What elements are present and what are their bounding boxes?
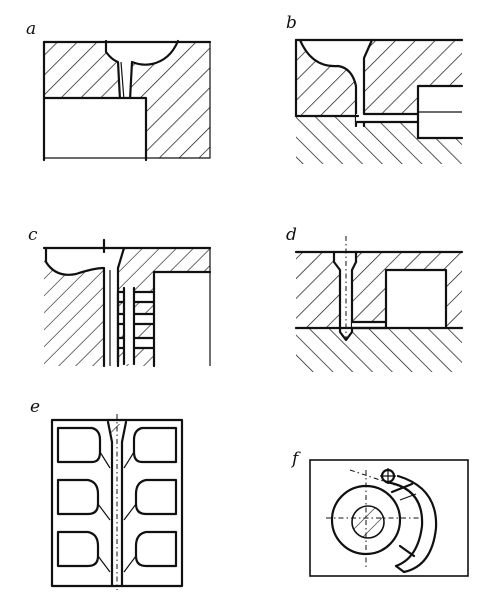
- panel-e-label: e: [30, 397, 40, 417]
- panel-c: c: [28, 225, 212, 368]
- panel-a-label: a: [26, 19, 36, 39]
- panel-c-step-gates: [116, 290, 156, 364]
- panel-f-core: [351, 505, 385, 539]
- panel-e: e: [30, 397, 184, 590]
- panel-d: d: [286, 225, 464, 372]
- panel-a: a: [26, 19, 212, 162]
- panel-f: f: [290, 449, 469, 577]
- panel-c-label: c: [28, 225, 38, 245]
- panel-e-left-blocks: [56, 426, 111, 573]
- panel-d-drag-section: [296, 328, 462, 372]
- panel-c-casting-cavity: [154, 272, 210, 366]
- panel-f-casting-ring: [330, 484, 402, 556]
- panel-a-pouring-cup: [106, 41, 178, 100]
- panel-d-sprue: [334, 252, 356, 340]
- panel-a-casting-cavity: [44, 98, 146, 160]
- panel-e-right-blocks: [123, 426, 178, 573]
- panel-d-casting-cavity: [386, 270, 446, 328]
- panel-b-label: b: [286, 13, 297, 33]
- panel-f-label: f: [290, 449, 301, 469]
- panel-d-label: d: [286, 225, 297, 245]
- panel-e-central-sprue: [106, 414, 128, 590]
- panel-b: b: [286, 13, 464, 164]
